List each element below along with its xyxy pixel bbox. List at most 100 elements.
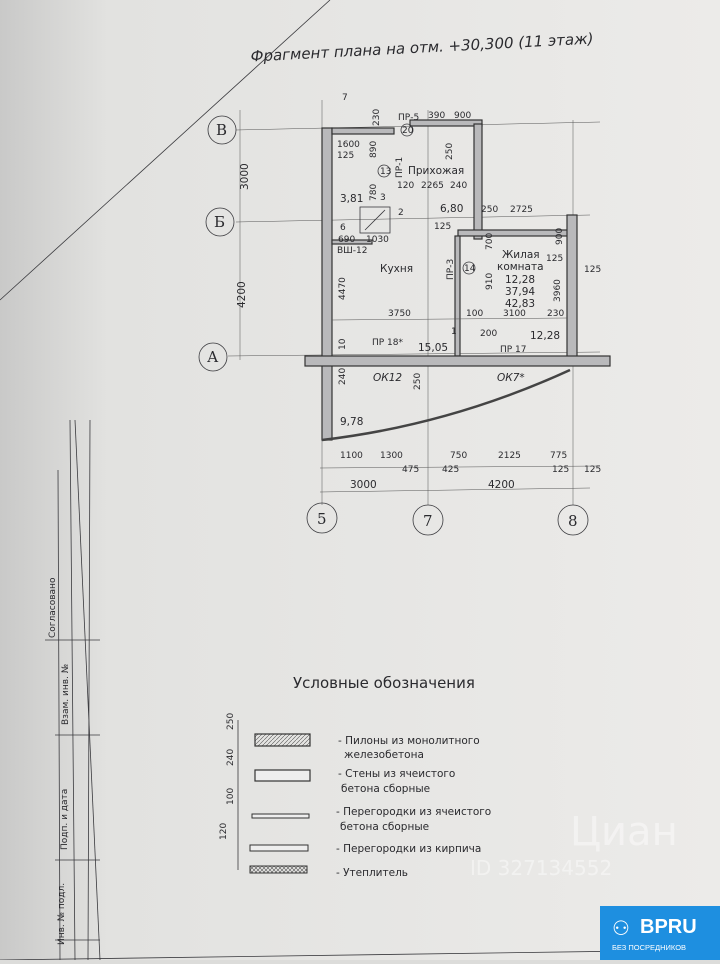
svg-text:ВШ-12: ВШ-12 [337,246,368,256]
svg-text:20: 20 [402,126,414,136]
people-key-icon: ⚇ [612,916,630,940]
storage-area: 3,81 [340,193,363,205]
svg-text:475: 475 [402,465,419,475]
sheet-bottom-line [0,949,701,961]
left-dim-3000: 3000 [239,163,251,190]
svg-text:750: 750 [450,451,467,461]
svg-text:240: 240 [450,181,467,191]
svg-text:6: 6 [340,223,346,233]
svg-text:ПР 17: ПР 17 [500,345,527,355]
svg-text:Согласовано: Согласовано [48,577,58,638]
legend-swatch-brick-partitions [249,844,309,852]
watermark-id: ID 327134552 [470,856,612,880]
room-labels: 13 Прихожая 6,80 Кухня 15,05 14 Жилая ко… [340,164,560,428]
svg-text:2125: 2125 [498,451,521,461]
bpru-badge[interactable]: ⚇ BPRU БЕЗ ПОСРЕДНИКОВ [600,906,720,960]
svg-text:бетона сборные: бетона сборные [341,783,430,795]
room-area-secondary: 12,28 [530,330,560,342]
svg-text:900: 900 [555,228,565,245]
svg-text:1030: 1030 [366,235,389,245]
svg-text:230: 230 [547,309,564,319]
legend: 250 240 100 120 - Пилоны из монолитного … [219,713,491,879]
svg-text:1: 1 [451,327,457,337]
legend-title: Условные обозначения [293,674,475,692]
living-area-total: 37,94 [505,286,535,298]
svg-text:4200: 4200 [488,479,515,491]
svg-text:железобетона: железобетона [344,749,424,761]
element-marks: ПР-5 20 ПР-1 ПР-3 ПР 18* ПР 17 ОК12 ОК7*… [337,93,527,384]
svg-text:1600: 1600 [337,140,360,150]
svg-text:1300: 1300 [380,451,403,461]
svg-text:ОК7*: ОК7* [497,372,525,384]
svg-text:бетона сборные: бетона сборные [340,821,429,833]
legend-swatch-insulation [249,865,308,874]
ventilation-shaft [359,206,391,234]
svg-text:- Перегородки из ячеистого: - Перегородки из ячеистого [336,806,491,818]
room-name-living-2: комната [497,261,544,273]
svg-text:690: 690 [338,235,355,245]
svg-text:3960: 3960 [553,279,563,302]
sheet-fold-line [0,0,331,301]
svg-text:250: 250 [226,713,236,730]
svg-text:900: 900 [454,111,471,121]
axis-label-8: 8 [568,512,578,530]
svg-text:125: 125 [337,151,354,161]
axis-label-5: 5 [317,510,327,528]
svg-text:1100: 1100 [340,451,363,461]
svg-text:2: 2 [398,208,404,218]
svg-text:2725: 2725 [510,205,533,215]
stamp-frame-line [74,419,101,961]
svg-text:125: 125 [584,265,601,275]
svg-text:100: 100 [226,788,236,805]
room-area-hall: 6,80 [440,203,463,215]
svg-text:7: 7 [342,93,348,103]
axis-label-a: А [207,348,219,366]
svg-text:ПР-1: ПР-1 [395,157,405,178]
svg-text:700: 700 [485,233,495,250]
left-dim-4200: 4200 [236,281,248,308]
room-number-living: 14 [464,264,476,274]
axis-label-v: В [216,121,227,139]
svg-text:ОК12: ОК12 [373,372,402,384]
svg-text:3: 3 [380,193,386,203]
legend-swatch-block-partitions [251,813,310,819]
badge-subtitle: БЕЗ ПОСРЕДНИКОВ [612,943,687,952]
svg-text:775: 775 [550,451,567,461]
watermark-brand: Циан [570,809,678,855]
room-area-living: 12,28 [505,274,535,286]
svg-text:- Перегородки из кирпича: - Перегородки из кирпича [336,843,481,855]
room-name-living-1: Жилая [502,249,540,261]
axis-label-7: 7 [423,512,433,530]
room-name-kitchen: Кухня [380,263,413,275]
svg-text:200: 200 [480,329,497,339]
svg-text:425: 425 [442,465,459,475]
grid-axes [227,100,601,505]
svg-text:240: 240 [338,368,348,385]
svg-text:ПР-5: ПР-5 [398,113,419,123]
svg-text:ПР-3: ПР-3 [446,259,456,280]
legend-swatch-walls [254,769,311,782]
svg-text:250: 250 [413,373,423,390]
badge-name: BPRU [640,916,697,938]
legend-swatch-pylons [254,733,311,747]
svg-text:3000: 3000 [350,479,377,491]
stamp-block: Согласовано Взам. инв. № Подп. и дата Ин… [45,419,100,961]
balcony-area: 9,78 [340,416,363,428]
svg-text:3100: 3100 [503,309,526,319]
svg-text:3750: 3750 [388,309,411,319]
svg-text:Инв. № подл.: Инв. № подл. [57,883,67,945]
svg-text:4470: 4470 [338,277,348,300]
svg-text:890: 890 [369,141,379,158]
svg-text:250: 250 [445,143,455,160]
walls [304,119,611,441]
svg-text:250: 250 [481,205,498,215]
inner-dimensions: 230 390 900 1600 125 890 250 780 120 226… [337,109,601,390]
room-number-hall: 13 [380,167,391,177]
svg-text:125: 125 [552,465,569,475]
svg-text:100: 100 [466,309,483,319]
svg-text:125: 125 [584,465,601,475]
svg-text:Взам. инв. №: Взам. инв. № [61,664,71,725]
